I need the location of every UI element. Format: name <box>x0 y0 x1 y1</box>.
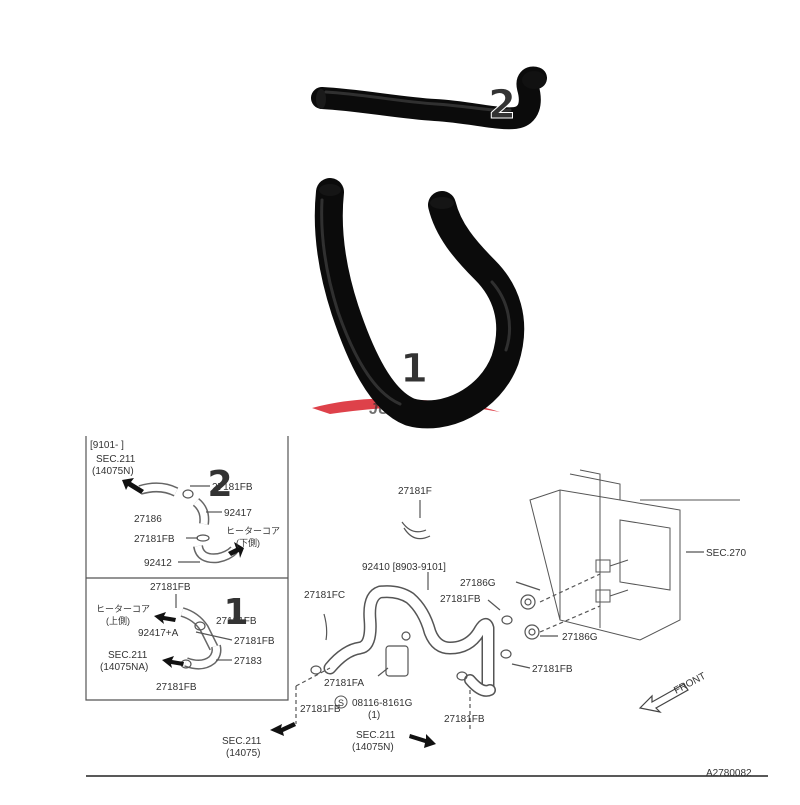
label-27186G-1: 27186G <box>460 578 496 589</box>
label-heater-lower: ヒーターコア <box>226 526 280 536</box>
clamp-main-2 <box>456 671 468 681</box>
main-hose-branch-inner <box>465 675 495 696</box>
leader <box>511 663 531 669</box>
arrow-sec211-b <box>162 656 184 668</box>
label-27181FB-a: 27181FB <box>440 594 481 605</box>
hose-2-shine <box>324 90 512 112</box>
arrow-sec211-c <box>270 722 296 736</box>
label-92410: 92410 [8903-9101] <box>362 562 446 573</box>
inset-clamp-2 <box>196 534 210 542</box>
label-front: FRONT <box>672 671 708 697</box>
label-sec211-b-sub: (14075NA) <box>100 662 148 673</box>
grommet-27186G-2 <box>524 624 540 640</box>
label-27186G-2: 27186G <box>562 632 598 643</box>
front-arrow <box>638 683 689 713</box>
inset-hose-27183-inner <box>184 645 220 669</box>
hose-1-end-left <box>319 184 341 196</box>
label-27181FB-3: 27181FB <box>150 582 191 593</box>
diagram-labels: [9101- ] SEC.211 (14075N) 27181FB 92417 … <box>90 440 752 779</box>
arrow-heater-upper <box>154 612 176 624</box>
direction-arrows <box>122 478 436 748</box>
leader <box>377 667 389 677</box>
label-27181FB-4: 27181FB <box>216 616 257 627</box>
clip-27181FC <box>323 613 328 641</box>
parts-diagram <box>85 436 768 777</box>
heater-unit-sec270 <box>529 469 740 641</box>
label-sec211-a-sub: (14075N) <box>92 466 134 477</box>
label-27181FB-2: 27181FB <box>134 534 175 545</box>
hose-1-callout: 1 <box>400 346 428 392</box>
inset-frame <box>85 436 289 701</box>
label-sec211-c-sub: (14075) <box>226 748 260 759</box>
label-sec211-d-sub: (14075N) <box>352 742 394 753</box>
label-inset-header: [9101- ] <box>90 440 124 451</box>
label-27183: 27183 <box>234 656 262 667</box>
clamp-main-3 <box>501 615 513 625</box>
hose-2-callout: 2 <box>488 82 516 128</box>
inset-clamp-1 <box>182 489 194 499</box>
label-sec211-d: SEC.211 <box>356 730 396 741</box>
callout-inset-2: 2 <box>207 464 232 505</box>
arrow-sec211-d <box>409 734 436 748</box>
bracket-27181FA <box>385 645 409 677</box>
label-27181FB-c: 27181FB <box>300 704 341 715</box>
label-bolt: 08116-8161G <box>352 698 413 709</box>
label-27181FB-b: 27181FB <box>532 664 573 675</box>
diagram-callouts: 2 1 <box>207 464 248 633</box>
grommet-27186G-2-inner <box>528 628 536 636</box>
hose-1-shine-2 <box>490 280 511 352</box>
label-27186: 27186 <box>134 514 162 525</box>
label-27181FB-5: 27181FB <box>234 636 275 647</box>
arrow-sec211-a <box>122 478 144 494</box>
label-92412: 92412 <box>144 558 172 569</box>
label-drawing-number: A2780082 <box>706 768 752 779</box>
label-27181FB-d: 27181FB <box>444 714 485 725</box>
label-heater-upper: ヒーターコア <box>96 604 150 614</box>
arrow-heater-lower <box>228 542 244 558</box>
label-sec211-b: SEC.211 <box>108 650 148 661</box>
label-heater-upper-sub: (上側) <box>106 615 130 626</box>
hose-2-end-left <box>316 89 326 109</box>
bolt-08116 <box>401 631 411 641</box>
hose-2: 2 <box>311 66 547 130</box>
label-sec211-c: SEC.211 <box>222 736 262 747</box>
label-sec270: SEC.270 <box>706 548 746 559</box>
clamp-main-1 <box>310 665 322 675</box>
label-27181FC: 27181FC <box>304 590 345 601</box>
leader <box>515 581 541 591</box>
leader <box>195 631 233 641</box>
hose-1-body <box>314 178 525 429</box>
photo-section: JUSTJAP 2 1 <box>311 66 547 429</box>
label-sec211-a: SEC.211 <box>96 454 136 465</box>
main-hose-92410-inner <box>325 586 493 695</box>
callout-inset-1: 1 <box>223 592 248 633</box>
label-92417A: 92417+A <box>138 628 179 639</box>
label-bolt-symbol: S <box>338 698 344 708</box>
grommet-27186G-1-inner <box>524 598 532 606</box>
label-heater-lower-sub: (下側) <box>236 537 260 548</box>
inset-hose-27186-inner <box>138 483 178 496</box>
hose-2-end-right <box>522 71 546 89</box>
label-27181FB-1: 27181FB <box>212 482 253 493</box>
clamp-main-4 <box>500 649 512 659</box>
bolt-symbol-ring <box>334 695 348 709</box>
label-27181FA: 27181FA <box>324 678 364 689</box>
grommet-27186G-1 <box>520 594 536 610</box>
hose-1-end-right <box>430 197 454 209</box>
label-92417: 92417 <box>224 508 252 519</box>
hose-1-shine <box>320 198 402 406</box>
inset-clamp-3 <box>194 621 206 631</box>
inset-hose-92417-inner <box>193 499 208 525</box>
label-27181FB-6: 27181FB <box>156 682 197 693</box>
label-bolt-qty: (1) <box>368 710 380 721</box>
clip-27181F <box>401 521 431 540</box>
label-27181F: 27181F <box>398 486 432 497</box>
hose-1: 1 <box>314 178 525 429</box>
leader <box>487 599 501 611</box>
